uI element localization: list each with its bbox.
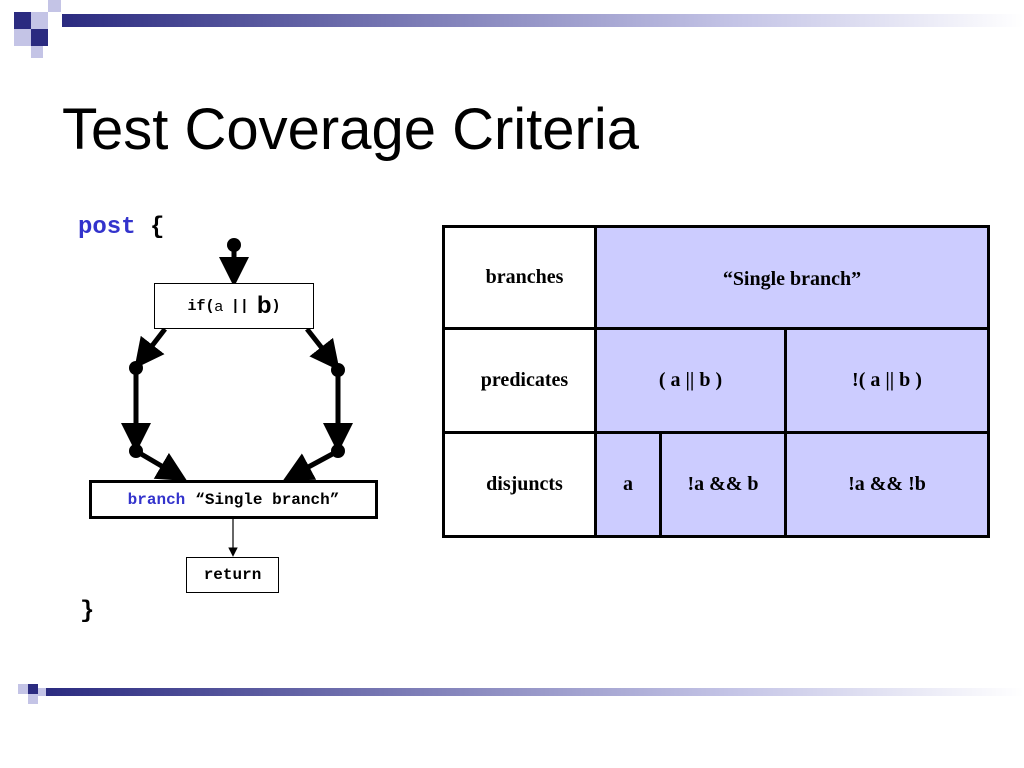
deco-square — [14, 29, 31, 46]
deco-square — [28, 684, 38, 694]
if-condition-node: if( a || b ) — [154, 283, 314, 329]
deco-gradient-bar — [46, 688, 1024, 696]
table-row: disjuncts a !a && b !a && !b — [442, 431, 990, 538]
row-header-disjuncts: disjuncts — [442, 431, 597, 538]
row-header-predicates: predicates — [442, 327, 597, 434]
cell-disjunct-a: a — [594, 431, 662, 538]
deco-square — [18, 684, 28, 694]
cell-disjunct-not-a-and-not-b: !a && !b — [784, 431, 990, 538]
table-row: branches “Single branch” — [442, 225, 990, 330]
row-header-branches: branches — [442, 225, 597, 330]
post-keyword: post — [78, 214, 136, 241]
deco-square — [31, 29, 48, 46]
deco-square — [14, 12, 31, 29]
cell-predicate-false: !( a || b ) — [784, 327, 990, 434]
close-brace: } — [80, 598, 95, 625]
deco-square — [38, 688, 46, 696]
deco-square — [31, 46, 43, 58]
return-node: return — [186, 557, 279, 593]
deco-square — [28, 694, 38, 704]
deco-gradient-bar — [62, 14, 1024, 27]
post-block-header: post { — [78, 214, 164, 241]
entry-edge — [219, 238, 249, 287]
if-prefix: if( — [187, 297, 215, 315]
branch-node: branch “Single branch” — [89, 480, 378, 519]
deco-square — [31, 12, 48, 29]
if-operand-a: a — [214, 297, 223, 315]
if-operand-b: b — [256, 292, 272, 319]
page-title: Test Coverage Criteria — [62, 97, 639, 162]
cell-predicate-true: ( a || b ) — [594, 327, 787, 434]
deco-square — [48, 0, 61, 12]
cell-single-branch: “Single branch” — [594, 225, 990, 330]
if-or-operator: || — [230, 297, 249, 315]
open-brace: { — [150, 214, 165, 241]
table-row: predicates ( a || b ) !( a || b ) — [442, 327, 990, 434]
right-branch-edges — [282, 327, 353, 481]
cell-disjunct-not-a-and-b: !a && b — [659, 431, 787, 538]
left-branch-edges — [121, 327, 188, 482]
coverage-criteria-table: branches “Single branch” predicates ( a … — [442, 225, 990, 538]
if-suffix: ) — [271, 297, 281, 315]
branch-keyword: branch — [127, 490, 186, 509]
branch-label: “Single branch” — [195, 490, 340, 509]
